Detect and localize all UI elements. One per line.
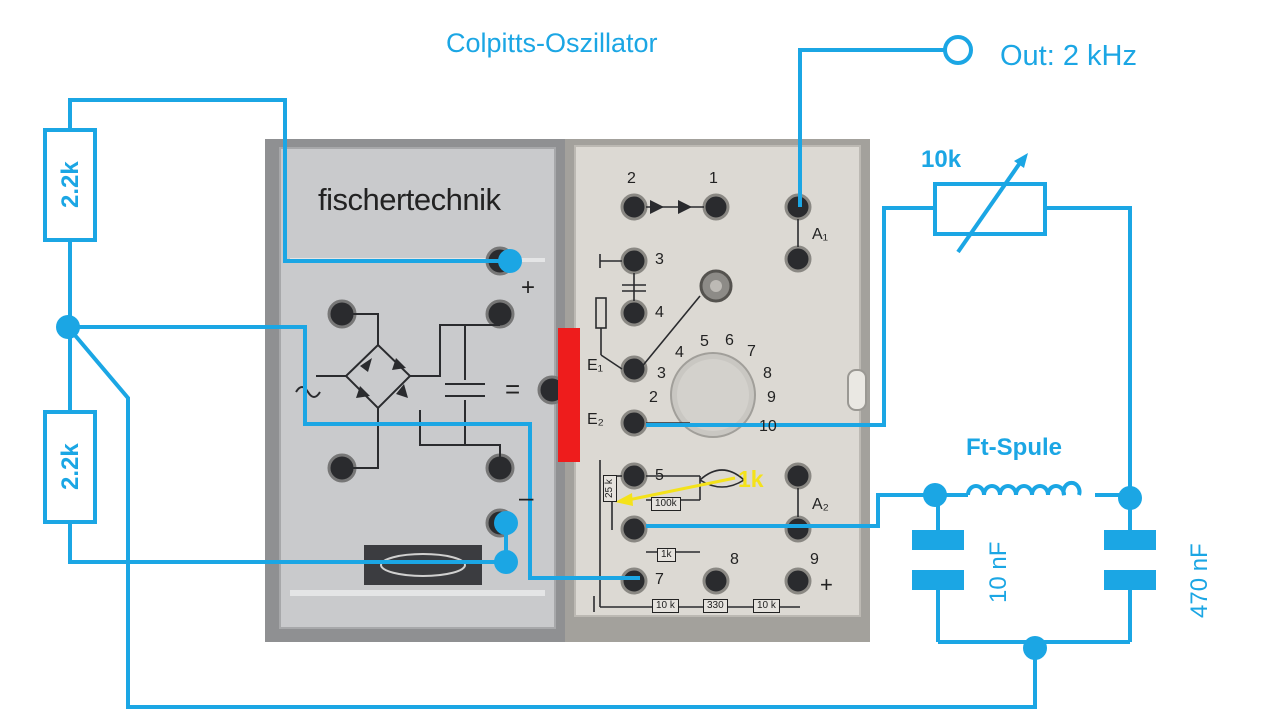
oscillator-module <box>565 139 870 642</box>
dial-number-3: 3 <box>657 365 666 382</box>
pin-2-label: 2 <box>627 170 636 187</box>
a1-label: A₁ <box>812 226 829 243</box>
wiring <box>43 35 1132 709</box>
wiring-decor <box>56 153 1156 660</box>
module-resistor-1k: 1k <box>657 548 676 562</box>
pin-7-label: 7 <box>655 571 664 588</box>
pot-annotation: 1k <box>738 466 764 492</box>
brand-logo-text: fischertechnik <box>318 182 501 217</box>
a2-label: A₂ <box>812 496 829 513</box>
e1-label: E₁ <box>587 357 604 374</box>
pin-8-label: 8 <box>730 551 739 568</box>
module-resistor-330: 330 <box>703 599 728 613</box>
dial-number-5: 5 <box>700 333 709 350</box>
dial-number-10: 10 <box>759 418 777 435</box>
dial-number-4: 4 <box>675 344 684 361</box>
pin-5-label: 5 <box>655 467 664 484</box>
output-label: Out: 2 kHz <box>1000 40 1137 72</box>
pin-9-label: 9 <box>810 551 819 568</box>
module-resistor-10k-b: 10 k <box>753 599 780 613</box>
red-marker-bar <box>558 328 580 462</box>
minus-left-label: – <box>519 482 534 512</box>
coil-label: Ft-Spule <box>966 434 1062 461</box>
plus-left-label: + <box>521 274 536 301</box>
dial-number-6: 6 <box>725 332 734 349</box>
equals-label: = <box>505 374 521 404</box>
pin-1-label: 1 <box>709 170 718 187</box>
module-resistor-10k-a: 10 k <box>652 599 679 613</box>
dial-number-2: 2 <box>649 389 658 406</box>
e2-label: E₂ <box>587 411 604 428</box>
pin-4-label: 4 <box>655 304 664 321</box>
diagram-title: Colpitts-Oszillator <box>446 28 658 58</box>
module-resistor-25k: 25 k <box>603 475 617 502</box>
dial-number-9: 9 <box>767 389 776 406</box>
module-resistor-100k: 100k <box>651 497 681 511</box>
resistor-bottom-left-label: 2.2k <box>57 443 84 490</box>
variable-resistor-label: 10k <box>921 146 962 173</box>
pin-3-label: 3 <box>655 251 664 268</box>
capacitor-left-label: 10 nF <box>985 541 1012 603</box>
yellow-arrow <box>615 476 736 506</box>
resistor-top-left-label: 2.2k <box>57 161 84 208</box>
dial-number-7: 7 <box>747 343 756 360</box>
plus-right-label: + <box>820 572 833 597</box>
dial-number-8: 8 <box>763 365 772 382</box>
capacitor-right-label: 470 nF <box>1186 543 1213 618</box>
